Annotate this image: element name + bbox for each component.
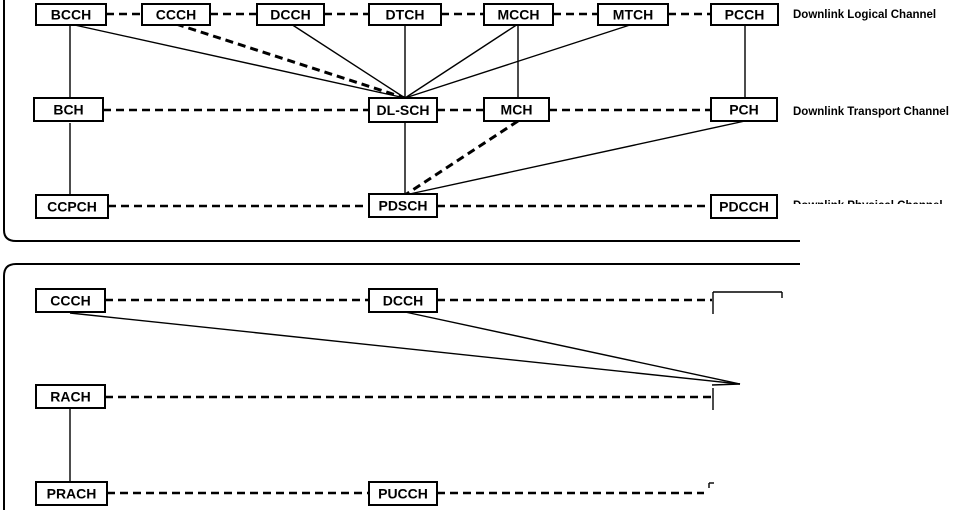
node-ul-ccch: CCCH: [35, 288, 106, 313]
downlink-mapping-lines: [69, 22, 746, 197]
svg-text:CCCH: CCCH: [50, 293, 90, 309]
label-clip: [790, 204, 965, 240]
node-ccpch: CCPCH: [35, 194, 109, 219]
svg-text:DCCH: DCCH: [270, 7, 310, 23]
node-pdcch: PDCCH: [710, 194, 778, 219]
svg-text:MTCH: MTCH: [613, 7, 653, 23]
node-mtch: MTCH: [597, 3, 669, 26]
svg-text:CCPCH: CCPCH: [47, 199, 97, 215]
svg-text:PDSCH: PDSCH: [378, 198, 427, 214]
node-bcch: BCCH: [35, 3, 107, 26]
svg-text:MCCH: MCCH: [498, 7, 540, 23]
svg-text:PCH: PCH: [729, 102, 759, 118]
label-downlink-transport: Downlink Transport Channel: [793, 106, 949, 118]
node-dl-sch: DL-SCH: [368, 97, 438, 123]
uplink-panel: CCCH DCCH RACH PRACH PUCCH: [3, 263, 800, 510]
svg-text:MCH: MCH: [501, 102, 533, 118]
node-pcch: PCCH: [710, 3, 779, 26]
uplink-frame: [3, 263, 800, 510]
node-prach: PRACH: [35, 481, 108, 506]
node-dcch: DCCH: [256, 3, 325, 26]
svg-text:BCH: BCH: [53, 102, 83, 118]
downlink-panel: BCCH CCCH DCCH DTCH MCCH MTCH PCCH BCH D…: [3, 0, 965, 242]
svg-text:DL-SCH: DL-SCH: [377, 102, 430, 118]
node-dtch: DTCH: [368, 3, 442, 26]
node-ccch: CCCH: [141, 3, 211, 26]
svg-text:DCCH: DCCH: [383, 293, 423, 309]
downlink-frame: [3, 0, 800, 242]
right-clip: [962, 0, 965, 240]
svg-text:RACH: RACH: [50, 389, 90, 405]
node-rach: RACH: [35, 384, 106, 409]
label-downlink-logical: Downlink Logical Channel: [793, 9, 936, 21]
svg-text:PCCH: PCCH: [725, 7, 765, 23]
uplink-mapping-lines: [69, 291, 783, 488]
node-pch: PCH: [710, 97, 778, 122]
svg-text:BCCH: BCCH: [51, 7, 91, 23]
node-bch: BCH: [33, 97, 104, 122]
node-pucch: PUCCH: [368, 481, 438, 506]
svg-text:DTCH: DTCH: [386, 7, 425, 23]
svg-text:PDCCH: PDCCH: [719, 199, 769, 215]
uplink-dashed-connectors: [105, 298, 712, 495]
downlink-dashed-connectors: [103, 12, 711, 208]
node-pdsch: PDSCH: [368, 193, 438, 218]
svg-text:CCCH: CCCH: [156, 7, 196, 23]
node-ul-dcch: DCCH: [368, 288, 438, 313]
node-mcch: MCCH: [483, 3, 554, 26]
svg-text:PRACH: PRACH: [47, 486, 97, 502]
svg-text:PUCCH: PUCCH: [378, 486, 428, 502]
node-mch: MCH: [483, 97, 550, 122]
